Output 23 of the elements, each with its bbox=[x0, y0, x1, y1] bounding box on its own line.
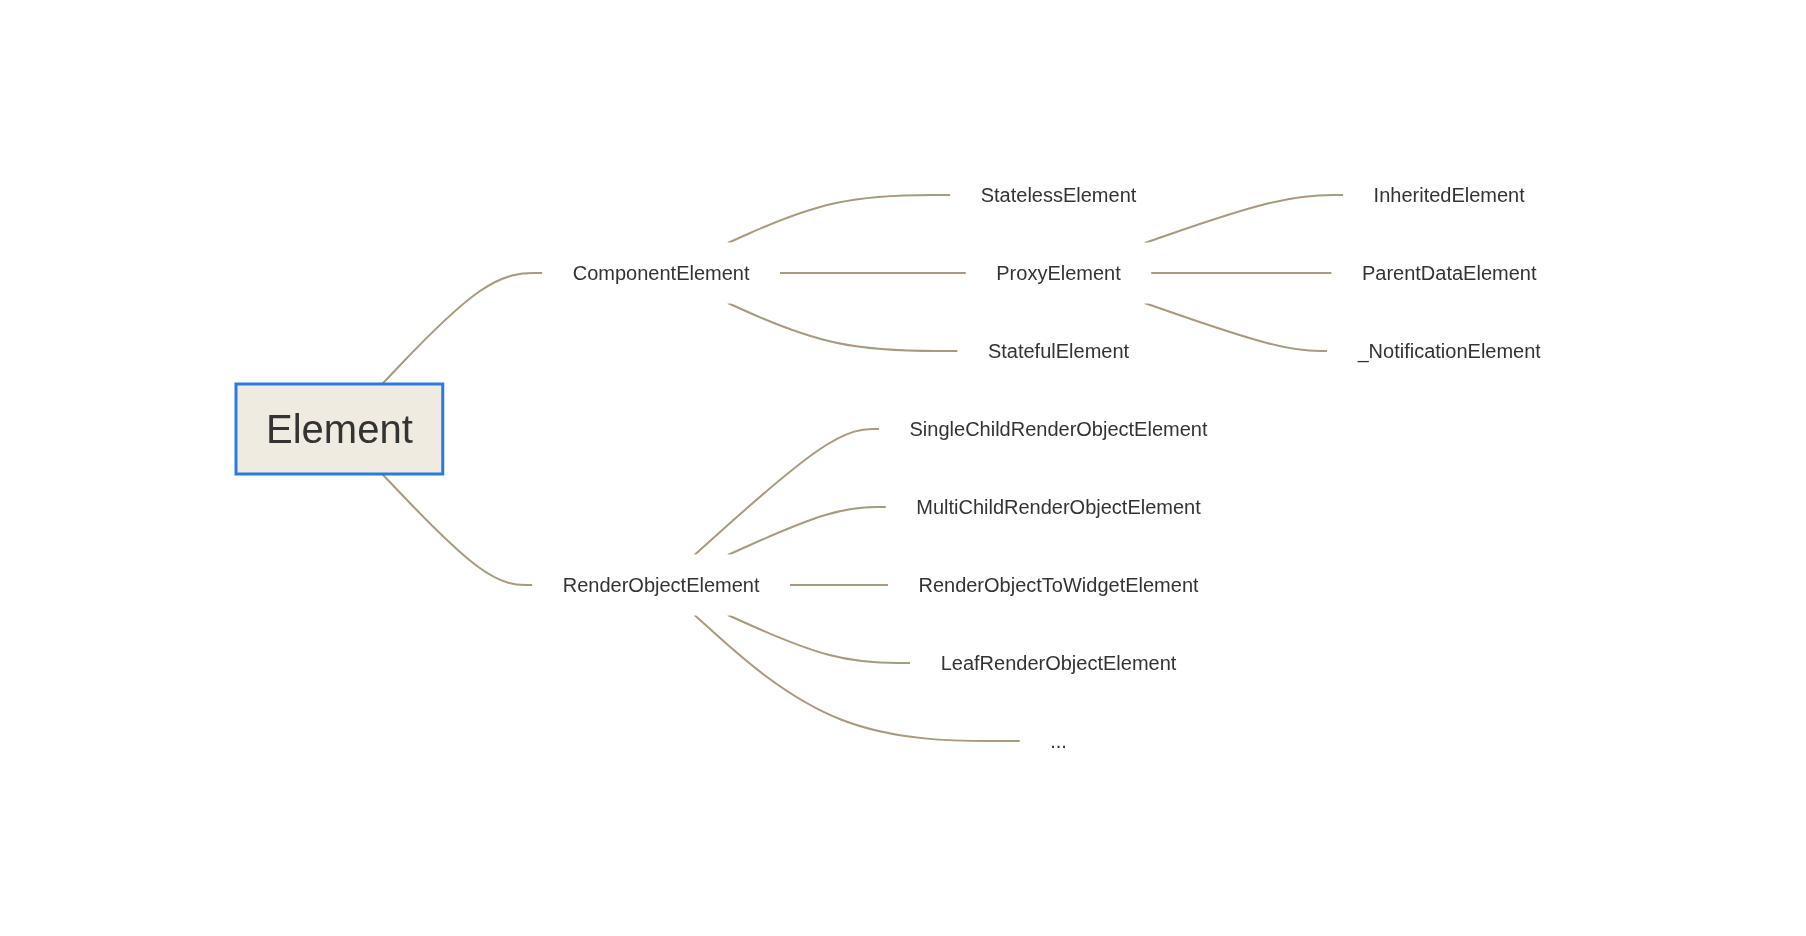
node-text: ... bbox=[1049, 730, 1067, 752]
node-text: ComponentElement bbox=[572, 262, 750, 284]
node-text: StatelessElement bbox=[980, 184, 1136, 206]
node-text: RenderObjectElement bbox=[562, 574, 760, 596]
connector bbox=[1149, 272, 1333, 274]
node-text: _NotificationElement bbox=[1357, 340, 1541, 362]
node-text: ParentDataElement bbox=[1361, 262, 1537, 284]
connector bbox=[726, 506, 887, 556]
node-text: InheritedElement bbox=[1373, 184, 1525, 206]
connector bbox=[1143, 194, 1345, 244]
node-text: RenderObjectToWidgetElement bbox=[917, 574, 1199, 596]
node-text: SingleChildRenderObjectElement bbox=[909, 418, 1208, 440]
node-text: ProxyElement bbox=[995, 262, 1121, 284]
connector bbox=[693, 614, 1021, 742]
connector bbox=[726, 194, 952, 244]
connector bbox=[380, 272, 544, 385]
node-text: StatefulElement bbox=[987, 340, 1129, 362]
connector bbox=[693, 428, 881, 556]
connector bbox=[778, 272, 967, 274]
connector bbox=[788, 584, 889, 586]
node-box: Element bbox=[234, 382, 444, 476]
node-text: LeafRenderObjectElement bbox=[940, 652, 1176, 674]
node-text: MultiChildRenderObjectElement bbox=[915, 496, 1201, 518]
